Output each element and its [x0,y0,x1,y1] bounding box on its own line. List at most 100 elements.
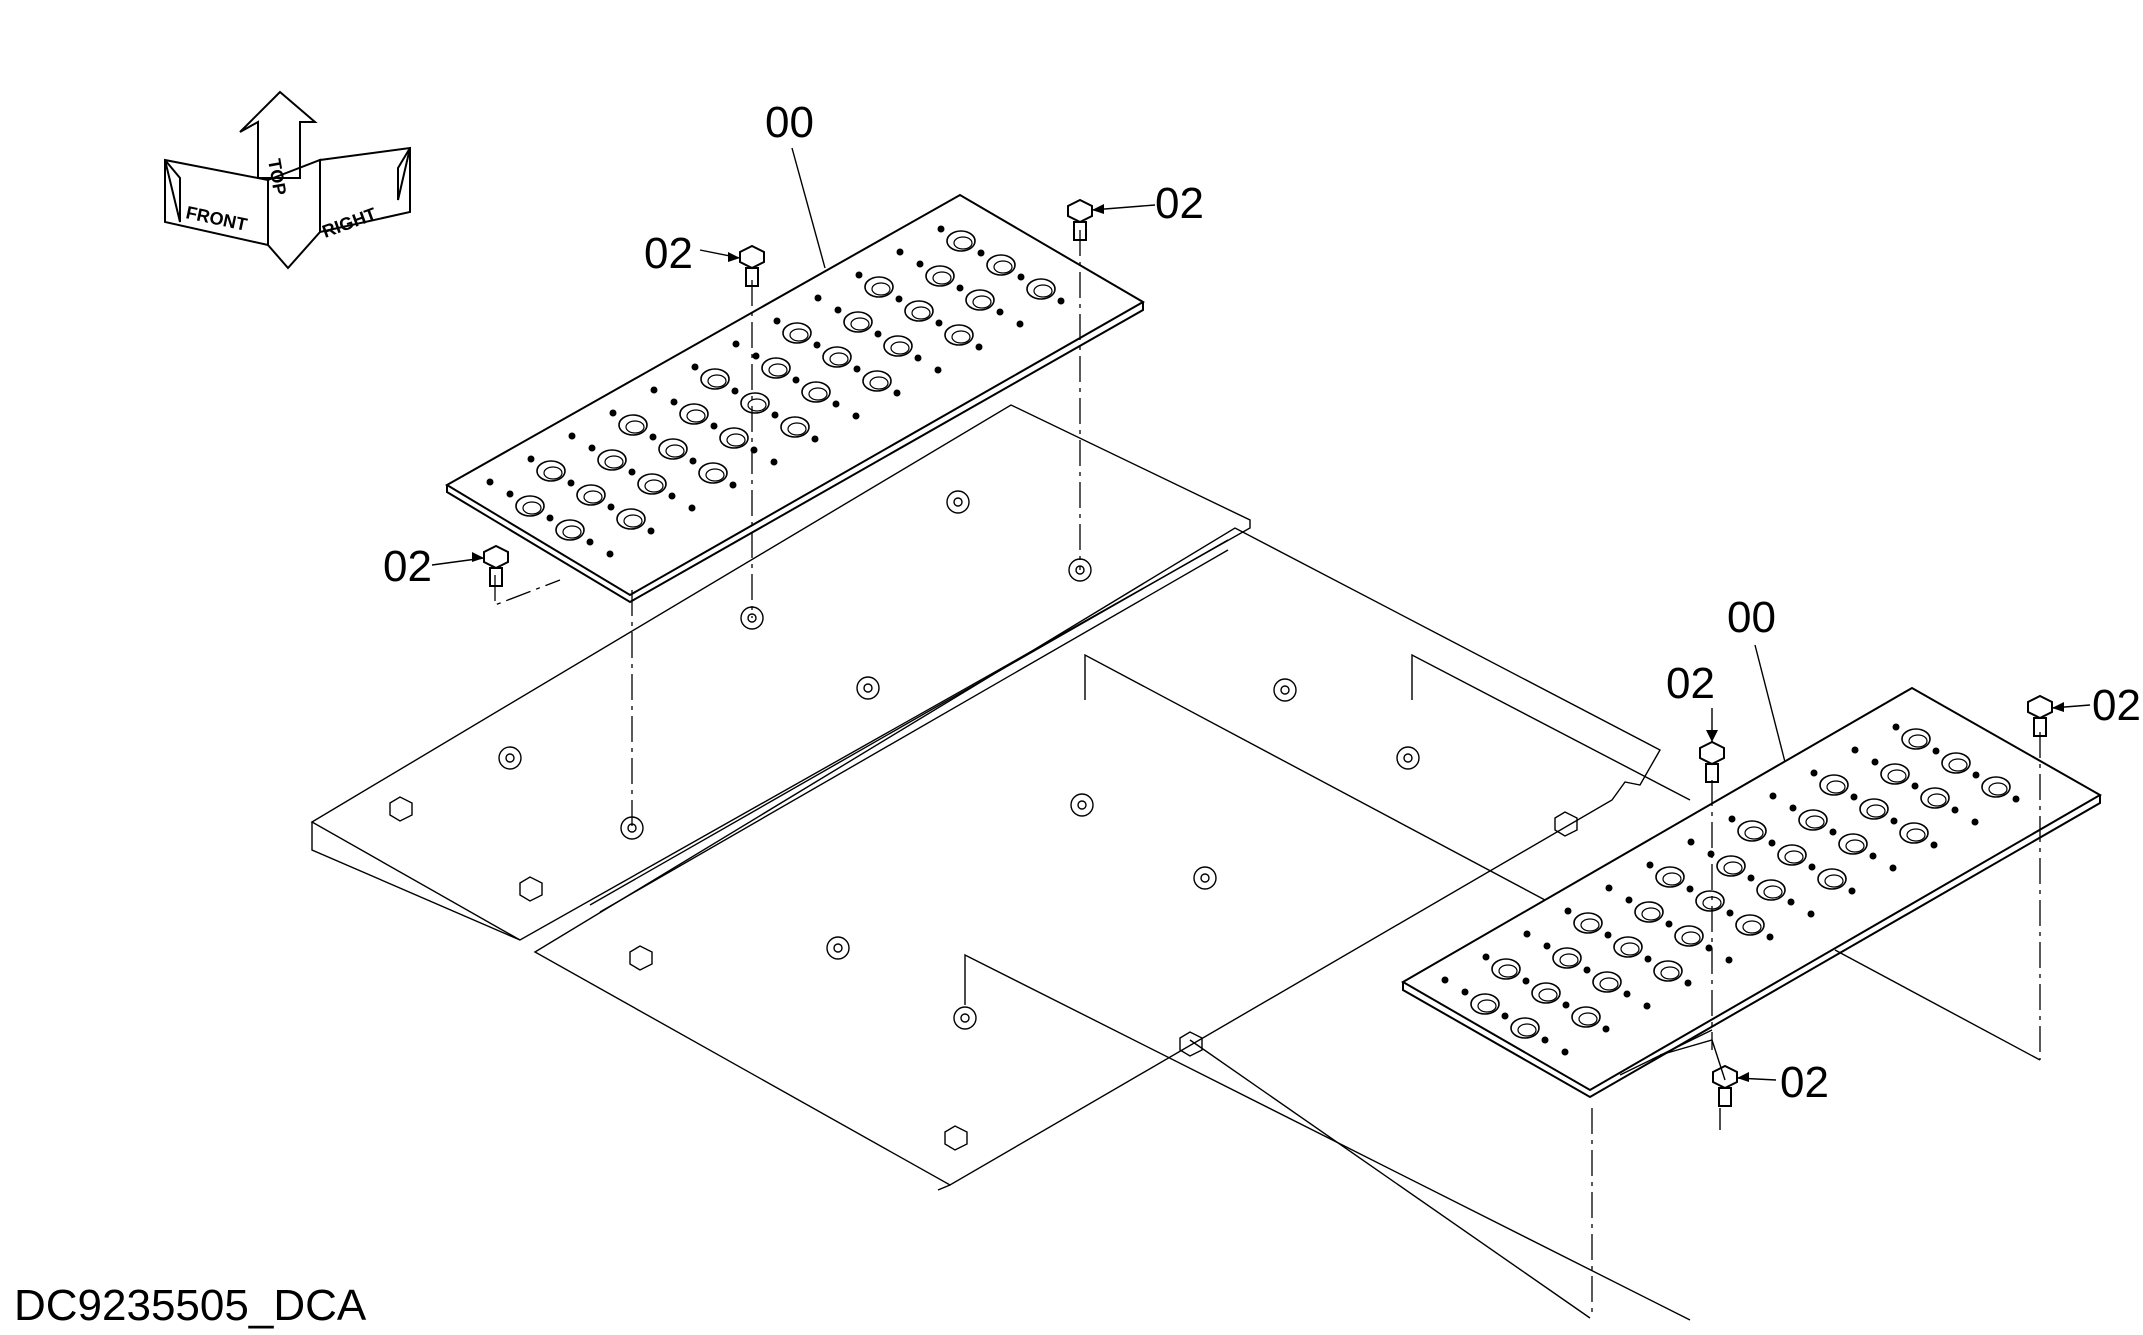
perforation-dot [1766,933,1774,941]
callout-step-upper: 00 [765,98,814,147]
perforation-hole [1695,890,1725,912]
perforation-hole [1838,833,1868,855]
perforation-hole [925,265,955,287]
bolt-lower-left [1699,740,1725,783]
perforation-hole [1819,774,1849,796]
perforation-dot [770,458,778,466]
perforation-hole-rim [726,433,746,447]
perforation-hole [904,300,934,322]
perforation-dot [609,409,617,417]
perforation-hole-rim [1660,966,1680,980]
perforation-dot [1604,931,1612,939]
perforation-hole [986,254,1016,276]
perforation-dot [834,306,842,314]
perforation-hole-rim [1805,815,1825,829]
perforation-hole [536,460,566,482]
perforation-dot [1971,818,1979,826]
perforation-dot [567,479,575,487]
perforation-dot [914,354,922,362]
perforation-hole-rim [869,376,889,390]
perforation-hole [1920,787,1950,809]
perforation-dot [628,468,636,476]
perforation-hole [740,392,770,414]
perforation-hole-rim [911,306,931,320]
perforation-dot [1057,297,1065,305]
perforation-dot [1972,771,1980,779]
perforation-dot [649,433,657,441]
perforation-hole-rim [1578,1012,1598,1026]
perforation-hole-rim [1620,942,1640,956]
perforation-hole-rim [787,422,807,436]
perforation-dot [650,386,658,394]
perforation-dot [1461,988,1469,996]
perforation-hole-rim [1538,988,1558,1002]
perforation-dot [934,366,942,374]
perforation-dot [773,317,781,325]
perforation-dot [1684,979,1692,987]
perforation-dot [1707,850,1715,858]
perforation-hole [944,324,974,346]
perforation-dot [586,538,594,546]
perforation-dot [647,527,655,535]
perforation-hole-rim [932,271,952,285]
perforation-hole [618,414,648,436]
perforation-dot [956,284,964,292]
perforation-dot [689,457,697,465]
perforation-hole-rim [850,317,870,331]
perforation-dot [2012,795,2020,803]
bolt-lower-front [1712,1064,1738,1107]
perforation-dot [1728,815,1736,823]
perforation-hole-rim [583,490,603,504]
perforation-hole-rim [1906,828,1926,842]
perforation-dot [1625,896,1633,904]
perforation-dot [1787,898,1795,906]
perforation-dot [792,376,800,384]
perforation-dot [1768,839,1776,847]
perforation-dot [731,387,739,395]
bolt-lower-right [2027,694,2053,737]
perforation-hole [1798,809,1828,831]
perforation-hole-rim [1948,758,1968,772]
perforation-hole [843,311,873,333]
perforation-dot [1930,841,1938,849]
perforation-hole [1880,763,1910,785]
perforation-dot [1605,884,1613,892]
perforation-hole [1470,993,1500,1015]
perforation-dot [1665,920,1673,928]
perforation-hole [1026,278,1056,300]
perforation-hole-rim [1866,804,1886,818]
perforation-hole [946,230,976,252]
perforation-hole [698,462,728,484]
perforation-hole [1655,866,1685,888]
perforation-dot [1017,273,1025,281]
perforation-dot [688,504,696,512]
perforation-hole-rim [707,374,727,388]
assembly-lines [494,230,2041,1321]
perforation-hole-rim [993,260,1013,274]
perforation-hole-rim [1784,850,1804,864]
perforation-dot [1646,861,1654,869]
perforation-dot [729,481,737,489]
perforation-dot [1016,320,1024,328]
perforation-dot [1686,885,1694,893]
perforation-hole-rim [1742,920,1762,934]
perforation-hole-rim [768,363,788,377]
perforation-hole [1817,868,1847,890]
perforation-hole [1756,879,1786,901]
perforation-hole [1777,844,1807,866]
perforation-hole-rim [1702,896,1722,910]
perforation-hole-rim [522,501,542,515]
perforation-hole-rim [1744,826,1764,840]
perforation-dot [670,398,678,406]
perforation-hole [719,427,749,449]
perforation-dot [1441,976,1449,984]
perforation-hole-rim [951,330,971,344]
perforation-dot [1848,887,1856,895]
perforation-dot [893,389,901,397]
step-plate-lower [1401,686,2103,1099]
perforation-hole-rim [705,468,725,482]
perforation-hole [862,370,892,392]
perforation-hole-rim [1908,734,1928,748]
perforation-hole-rim [1763,885,1783,899]
perforation-dot [874,330,882,338]
